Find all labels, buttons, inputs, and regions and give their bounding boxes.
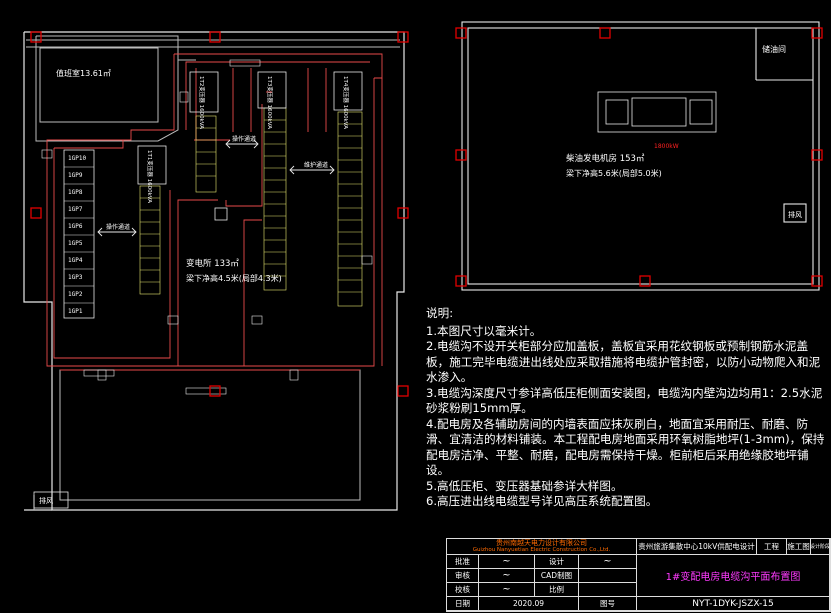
aisle-label-middle: 操作通道 [232,135,256,143]
stage-label: 设计阶段 [811,539,830,555]
note-line: 2.电缆沟不设开关柜部分应加盖板，盖板宜采用花纹钢板或预制钢筋水泥盖板，施工完毕… [426,339,821,384]
design-stage: 施工图 [787,539,811,555]
cad-value [579,569,637,583]
duty-room-outline [39,47,159,123]
duty-room-label: 值班室13.61㎡ [56,68,111,78]
drawing-code: NYT-1DYK-JSZX-15 [637,597,830,611]
scale-value [579,583,637,597]
cabinet-left-labels: 1GP10 1GP9 1GP8 1GP7 1GP6 1GP5 1GP4 1GP3… [68,155,86,315]
transformer-outlines [137,71,363,185]
review-signature: ~ [479,569,535,583]
date-label: 日期 [447,597,479,611]
diesel-room-height: 梁下净高5.6米(局部5.0米) [566,168,662,178]
review-label: 审核 [447,569,479,583]
drawing-no-label: 图号 [579,597,637,611]
cabinet-row-top-middle [195,115,217,193]
building-columns-right [455,27,823,287]
company-name: 贵州南越天电力设计有限公司 [496,539,587,547]
company-cell: 贵州南越天电力设计有限公司 Guizhou Nanyuetian Electri… [447,539,637,555]
dimension-callouts [41,59,373,395]
oil-tank-label: 储油间 [762,44,786,54]
diesel-room-label: 柴油发电机房 153㎡ [566,153,645,164]
exhaust-label-top: 排风 [788,210,802,219]
notes-heading: 说明: [426,306,454,320]
cabinet-row-middle-left [139,185,161,295]
date-value: 2020.09 [479,597,579,611]
approve-label: 批准 [447,555,479,569]
cabinet-row-center [263,107,287,291]
transformer-room-label: 变电所 133㎡ [186,258,239,269]
exhaust-label-bottom: 排风 [39,496,53,505]
transformer-t3: 1T3变压器 1600kVA [266,76,274,129]
outer-wall [23,31,405,511]
transformer-t4: 1T4变压器 1600kVA [342,76,350,129]
note-line: 6.高压进出线电缆型号详见高压系统配置图。 [426,494,658,508]
note-line: 3.电缆沟深度尺寸参详高低压柜侧面安装图，电缆沟内壁沟边均用1：2.5水泥砂浆粉… [426,385,823,416]
transformer-t1: 1T1变压器 1600kVA [146,150,154,203]
cabinet-label: 1GP9 [68,172,83,179]
structural-post [214,207,228,221]
cabinet-row-right [337,111,363,307]
project-name: 贵州旅游集散中心10kV供配电设计 [637,539,757,555]
cabinet-label: 1GP5 [68,240,83,247]
note-line: 1.本图尺寸以毫米计。 [426,323,542,338]
cabinet-label: 1GP8 [68,189,83,196]
design-signature: ~ [579,555,637,569]
scale-label: 比例 [535,583,579,597]
aisle-arrows [97,139,335,237]
cabinet-left-dividers [64,166,94,304]
check-label: 校核 [447,583,479,597]
design-notes: 说明: 1.本图尺寸以毫米计。 2.电缆沟不设开关柜部分应加盖板，盖板宜采用花纹… [426,306,826,510]
generator-rating: 1800kW [654,143,679,150]
cabinet-label: 1GP4 [68,257,83,264]
building-columns-left [30,31,409,397]
transformer-room-height: 梁下净高4.5米(局部4.3米) [186,273,282,283]
generator-unit [597,91,717,133]
drawing-title: 1#变配电房电缆沟平面布置图 [637,555,830,597]
aisle-label-right: 维护通道 [304,161,328,169]
cad-label: CAD制图 [535,569,579,583]
check-signature: ~ [479,583,535,597]
company-name-en: Guizhou Nanyuetian Electric Construction… [472,546,611,553]
project-suffix: 工程 [757,539,787,555]
inner-wall [26,35,400,510]
exhaust-box [33,491,69,509]
approve-signature: ~ [479,555,535,569]
cabinet-label: 1GP10 [68,155,86,162]
title-block: 贵州南越天电力设计有限公司 Guizhou Nanyuetian Electri… [446,538,831,612]
design-label: 设计 [535,555,579,569]
cabinet-left-column [63,149,95,319]
aisle-label-left: 操作通道 [106,223,130,231]
cabinet-label: 1GP1 [68,308,83,315]
cabinet-label: 1GP3 [68,274,83,281]
cabinet-label: 1GP6 [68,223,83,230]
note-line: 5.高低压柜、变压器基础参详大样图。 [426,478,623,493]
transformer-t2: 1T2变压器 1600kVA [198,76,206,129]
cable-trench [46,53,383,371]
note-line: 4.配电房及各辅助房间的内墙表面应抹灰刷白，地面宜采用耐压、耐磨、防滑、宜清洁的… [426,416,825,478]
cabinet-label: 1GP7 [68,206,83,213]
cabinet-label: 1GP2 [68,291,83,298]
